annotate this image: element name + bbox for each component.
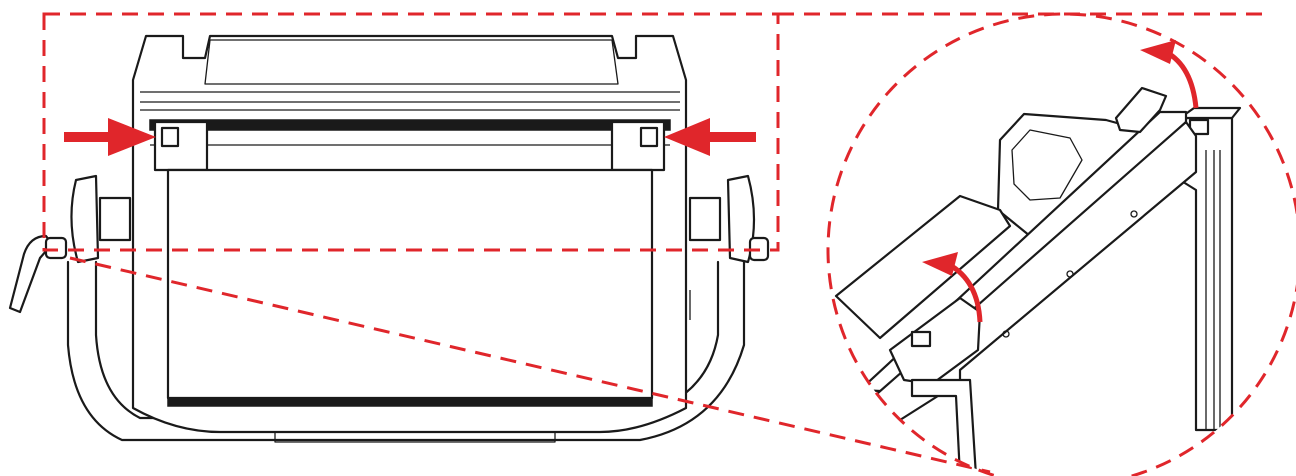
rail-hole-1 bbox=[1130, 210, 1138, 218]
left-clip-tab bbox=[160, 126, 180, 148]
left-knob-nut bbox=[44, 236, 68, 260]
detail-circle-outline bbox=[826, 12, 1296, 476]
detail-glass-panel bbox=[834, 194, 1012, 340]
detail-post-top bbox=[1178, 106, 1242, 120]
right-side-knob bbox=[726, 174, 756, 264]
detail-housing-inner bbox=[1011, 129, 1083, 201]
arrow-left-icon bbox=[664, 118, 756, 156]
right-side-block bbox=[688, 196, 722, 242]
rail-hole-3 bbox=[1002, 330, 1010, 338]
yoke-bracket bbox=[66, 260, 746, 442]
fixture-main-view bbox=[8, 34, 770, 443]
frame-bottom-bar bbox=[167, 397, 653, 407]
frame-top-bar bbox=[149, 119, 671, 131]
curved-arrow-icon bbox=[922, 252, 983, 323]
detail-zoom-view bbox=[834, 86, 1242, 476]
detail-lower-clip-tab bbox=[910, 330, 932, 348]
left-side-block bbox=[98, 196, 132, 242]
right-clip-tab bbox=[639, 126, 659, 148]
highlight-rectangle bbox=[42, 12, 780, 252]
detail-upper-clip bbox=[1114, 86, 1168, 134]
curved-arrow-icon bbox=[1140, 40, 1199, 109]
bottom-slot bbox=[274, 432, 556, 443]
top-panel bbox=[204, 39, 619, 85]
left-side-knob bbox=[70, 174, 100, 264]
callout-bottom-line bbox=[69, 256, 991, 474]
detail-base-leg bbox=[910, 378, 978, 476]
front-glass bbox=[166, 168, 654, 400]
detail-lower-clip bbox=[888, 296, 982, 386]
rail-hole-2 bbox=[1066, 270, 1074, 278]
arrow-right-icon bbox=[64, 118, 156, 156]
